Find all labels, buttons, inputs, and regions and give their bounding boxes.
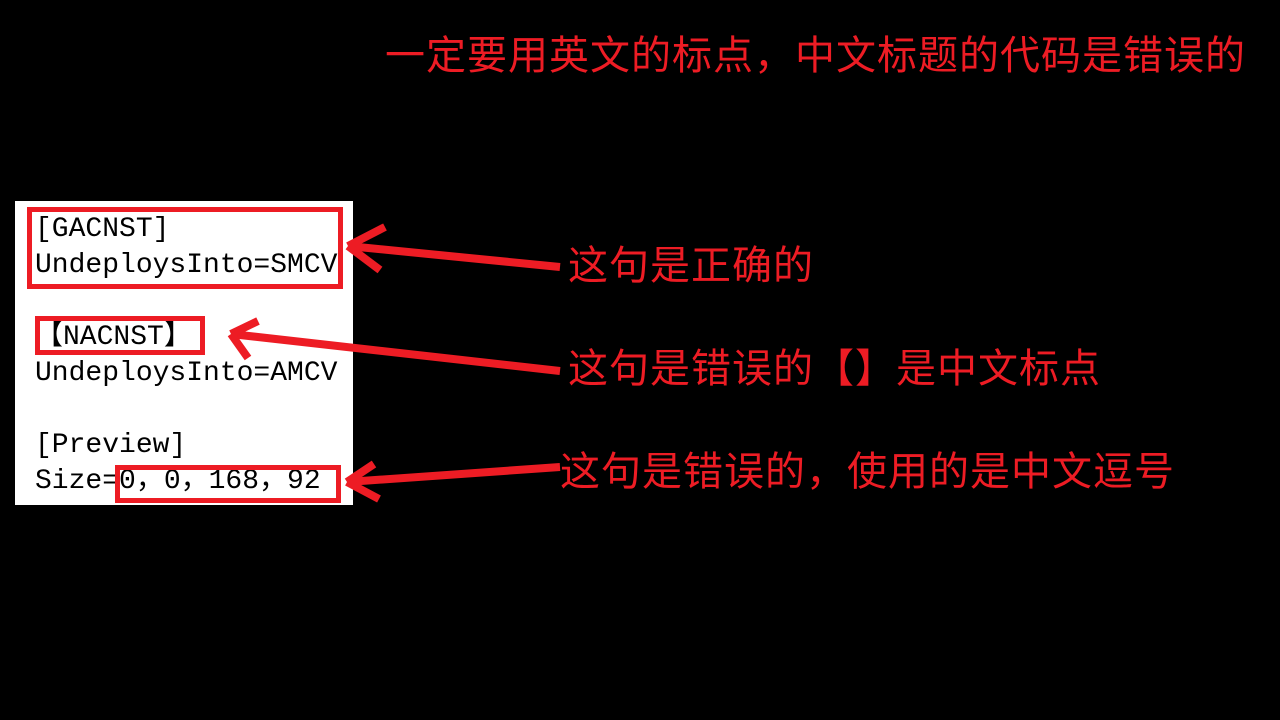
code-line-size-value: Size=0，0，168，92 bbox=[35, 466, 321, 497]
annotation-wrong-commas: 这句是错误的，使用的是中文逗号 bbox=[560, 449, 1175, 495]
code-line-undeploys-amcv: UndeploysInto=AMCV bbox=[35, 358, 338, 389]
code-line-section-preview: [Preview] bbox=[35, 430, 187, 461]
highlight-box-chinese-commas bbox=[115, 465, 341, 503]
highlight-box-chinese-brackets bbox=[35, 316, 205, 355]
highlight-box-correct-section bbox=[27, 207, 343, 289]
code-line-section-nacnst: 【NACNST】 bbox=[35, 322, 192, 353]
code-line-blank bbox=[35, 284, 353, 320]
page-title: 一定要用英文的标点，中文标题的代码是错误的 bbox=[385, 33, 1246, 79]
annotation-wrong-brackets: 这句是错误的【】是中文标点 bbox=[568, 346, 1101, 392]
arrow-to-correct-section bbox=[345, 223, 561, 274]
code-line-blank bbox=[35, 392, 353, 428]
code-line-undeploys-smcv: UndeploysInto=SMCV bbox=[35, 250, 338, 281]
annotation-correct: 这句是正确的 bbox=[568, 243, 814, 289]
arrow-to-chinese-commas bbox=[344, 460, 561, 503]
code-line-section-gacnst: [GACNST] bbox=[35, 214, 170, 245]
code-panel: [GACNST] UndeploysInto=SMCV 【NACNST】 Und… bbox=[15, 201, 353, 505]
